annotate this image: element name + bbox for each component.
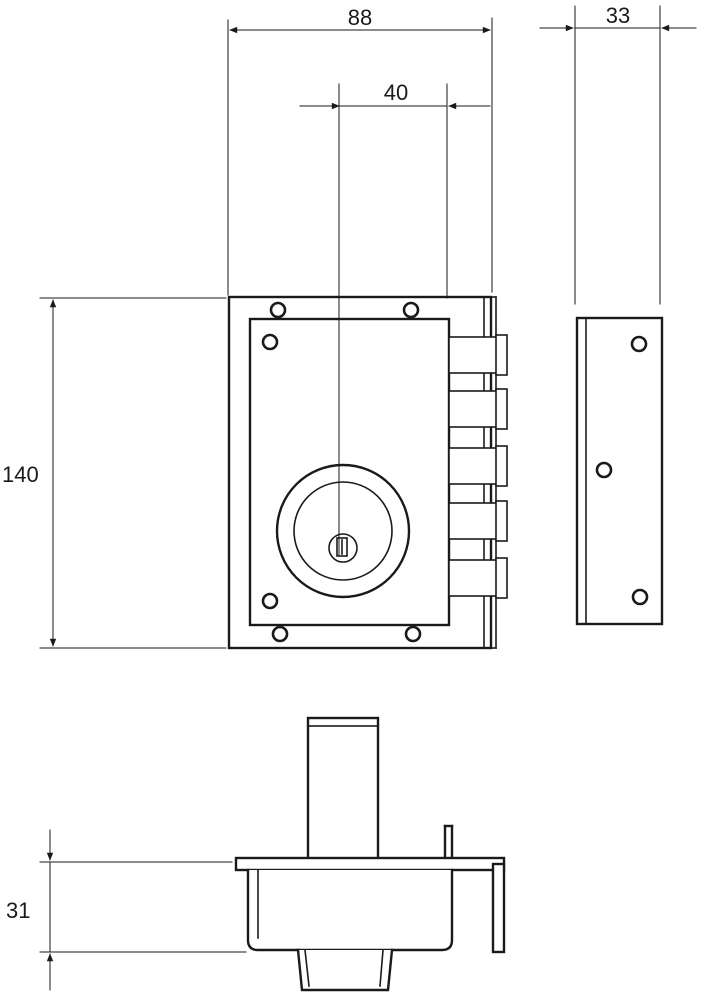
side-view xyxy=(575,316,664,626)
bolt-stack xyxy=(448,334,508,599)
dimension-31-label: 31 xyxy=(6,898,30,923)
dimension-40: 40 xyxy=(299,80,491,299)
dimension-140: 140 xyxy=(2,297,227,649)
bolt xyxy=(448,334,508,376)
dimension-33: 33 xyxy=(539,3,697,305)
key-cylinder xyxy=(275,463,411,599)
screw-hole xyxy=(402,301,420,319)
side-screw-hole xyxy=(630,335,648,353)
bolt xyxy=(448,388,508,430)
side-screw-hole xyxy=(595,461,613,479)
dimension-88: 88 xyxy=(227,5,493,296)
bolt xyxy=(448,500,508,542)
dimension-40-label: 40 xyxy=(384,80,408,105)
dimension-31: 31 xyxy=(6,829,247,991)
bolt xyxy=(448,557,508,599)
screw-hole xyxy=(269,301,287,319)
screw-hole xyxy=(261,592,279,610)
screw-hole xyxy=(261,333,279,351)
bottom-view xyxy=(234,716,506,992)
front-view xyxy=(227,83,508,650)
dimension-33-label: 33 xyxy=(606,3,630,28)
screw-hole xyxy=(271,625,289,643)
bolt xyxy=(448,445,508,487)
screw-hole xyxy=(404,625,422,643)
side-screw-hole xyxy=(631,588,649,606)
dimension-88-label: 88 xyxy=(348,5,372,30)
dimension-140-label: 140 xyxy=(2,462,39,487)
